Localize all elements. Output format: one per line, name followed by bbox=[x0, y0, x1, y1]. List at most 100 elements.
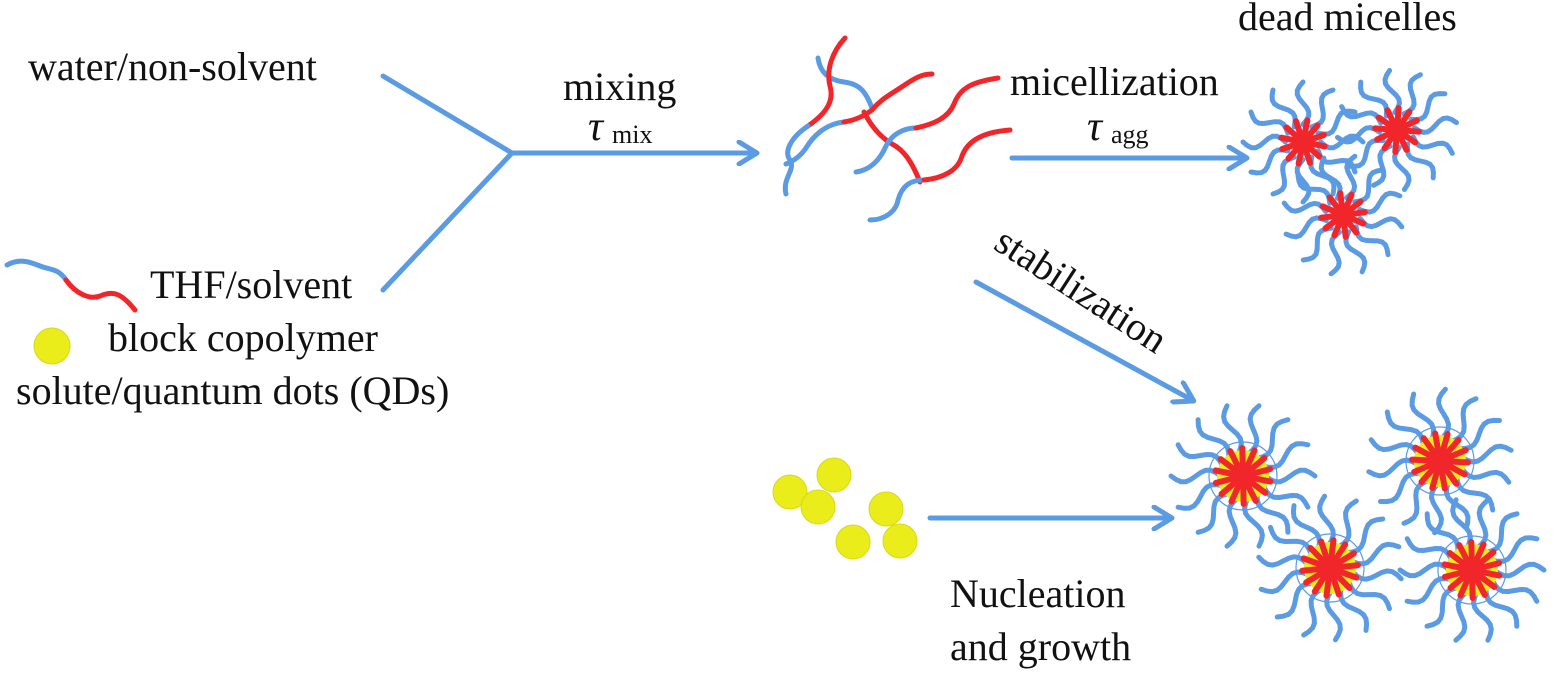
hydrophilic-arm bbox=[1328, 229, 1342, 277]
dead-micelle bbox=[1281, 153, 1405, 277]
hydrophilic-arm bbox=[1248, 147, 1291, 176]
hydrophilic-arm bbox=[1248, 109, 1291, 136]
hydrophilic-arm bbox=[1349, 568, 1404, 582]
hydrophilic-arm bbox=[1401, 72, 1423, 117]
hydrophilic-arm bbox=[1436, 386, 1452, 442]
tau-mix-label: τ mix bbox=[588, 104, 652, 150]
hydrophilic-arm bbox=[1294, 79, 1312, 127]
hydrophilic-arm bbox=[1348, 541, 1402, 567]
hydrophilic-arm bbox=[1308, 154, 1337, 197]
hydrophobic-block bbox=[1340, 209, 1368, 218]
nucleation-label-line2: and growth bbox=[950, 624, 1131, 669]
tau-subscript: agg bbox=[1111, 120, 1149, 149]
hydrophilic-arm bbox=[1346, 137, 1386, 169]
micellization-label: micellization bbox=[1010, 59, 1219, 104]
hydrophilic-arm bbox=[1343, 516, 1386, 556]
hydrophilic-arm bbox=[1412, 115, 1459, 135]
hydrophilic-arm bbox=[1175, 482, 1226, 511]
hydrophilic-arm bbox=[1404, 141, 1436, 181]
hydrophilic-arm bbox=[1353, 224, 1391, 258]
hydrophilic-arm bbox=[1224, 495, 1241, 549]
hydrophilic-arm bbox=[1453, 473, 1496, 513]
hydrophilic-arm bbox=[1343, 229, 1368, 275]
hydrophobic-block bbox=[1327, 562, 1361, 571]
hydrophilic-arm bbox=[1489, 577, 1540, 604]
hydrophilic-arm bbox=[1401, 477, 1432, 526]
hydrophilic-arm bbox=[1404, 536, 1455, 563]
tau-symbol: τ bbox=[1087, 104, 1104, 150]
hydrophilic-arm bbox=[1300, 225, 1334, 263]
water-nonsolvent-label: water/non-solvent bbox=[28, 44, 317, 89]
hydrophilic-arm bbox=[1270, 154, 1297, 197]
thf-solvent-label: THF/solvent bbox=[150, 262, 352, 307]
hydrophilic-arm bbox=[1459, 443, 1514, 465]
hydrophilic-arm bbox=[1408, 91, 1448, 123]
quantum-dot bbox=[835, 524, 871, 560]
hydrophilic-arm bbox=[1357, 190, 1403, 215]
unimer-chains bbox=[782, 35, 1013, 223]
hydrophilic-arm bbox=[1168, 467, 1224, 485]
hydrophilic-arm bbox=[1262, 467, 1318, 485]
hydrophilic-arm bbox=[1358, 79, 1390, 119]
hydrophilic-arm bbox=[1384, 409, 1427, 449]
hydrophilic-arm bbox=[1309, 87, 1336, 130]
hydrophilic-arm bbox=[1483, 511, 1520, 555]
hydrophobic-block bbox=[1437, 458, 1471, 466]
hydrophilic-arm bbox=[1404, 576, 1455, 605]
block-copolymer-label: block copolymer bbox=[108, 315, 378, 360]
hydrophilic-arm bbox=[1324, 587, 1343, 643]
hydrophilic-arm bbox=[1368, 437, 1422, 457]
hydrophobic-block bbox=[1240, 466, 1274, 479]
hydrophilic-arm bbox=[1491, 561, 1547, 579]
hydrophilic-arm bbox=[1245, 403, 1262, 457]
qd-loaded-micelles-group bbox=[1168, 386, 1547, 643]
micelle-shell bbox=[1208, 441, 1278, 511]
hydrophobic-block bbox=[1300, 132, 1327, 145]
hydrophilic-arm bbox=[1424, 585, 1461, 629]
hydrophilic-arm bbox=[1256, 554, 1311, 568]
hydrophilic-arm bbox=[1258, 569, 1312, 595]
micelle-shell bbox=[1295, 533, 1365, 603]
stabilization-arrow bbox=[973, 279, 1192, 400]
hydrophilic-arm bbox=[1281, 200, 1329, 214]
hydrophilic-arm bbox=[1260, 483, 1311, 510]
hydrophilic-arm bbox=[1450, 497, 1473, 551]
hydrophilic-arm bbox=[1335, 498, 1359, 550]
hydrophilic-arm bbox=[1483, 585, 1520, 629]
hydrophilic-arm bbox=[1294, 157, 1312, 205]
hydrophilic-arm bbox=[1295, 172, 1333, 206]
qd-loaded-micelle bbox=[1397, 497, 1547, 643]
dead-micelle bbox=[1335, 68, 1459, 192]
hydrophilic-arm bbox=[1175, 442, 1226, 469]
quantum-dot-icon bbox=[33, 327, 71, 365]
hydrophilic-arm bbox=[1335, 125, 1382, 145]
micelle-shell bbox=[1437, 535, 1507, 605]
hydrophilic-arm bbox=[1409, 391, 1437, 443]
hydrophilic-arm bbox=[1240, 133, 1288, 151]
hydrophilic-arm bbox=[1366, 457, 1421, 479]
hydrophilic-arm bbox=[1318, 155, 1343, 201]
hydrophilic-arm bbox=[1410, 134, 1455, 156]
dead-micelles-group bbox=[1240, 68, 1459, 277]
hydrophilic-arm bbox=[1317, 493, 1336, 549]
hydrophilic-arm bbox=[1221, 403, 1244, 457]
hydrophobic-block bbox=[1394, 127, 1422, 135]
hydrophilic-arm bbox=[1344, 153, 1358, 201]
hydrophobic-block bbox=[1469, 567, 1503, 579]
hydrophilic-arm bbox=[1456, 417, 1502, 452]
tau-subscript: mix bbox=[612, 120, 652, 149]
solute-qd-label: solute/quantum dots (QDs) bbox=[16, 368, 449, 413]
quantum-dot bbox=[800, 489, 836, 525]
hydrophilic-arm bbox=[1339, 104, 1384, 126]
hydrophilic-arm bbox=[1254, 491, 1291, 535]
hydrophilic-arm bbox=[1357, 216, 1405, 230]
hydrophilic-arm bbox=[1489, 535, 1540, 564]
hydrophilic-arm bbox=[1269, 87, 1298, 130]
hydrophilic-arm bbox=[1397, 561, 1453, 579]
micelle-shell bbox=[1405, 426, 1475, 496]
hydrophilic-arm bbox=[1471, 589, 1494, 643]
nucleation-label-line1: Nucleation bbox=[950, 571, 1126, 616]
hydrophilic-arm bbox=[1378, 470, 1424, 505]
dead-micelles-label: dead micelles bbox=[1238, 0, 1457, 39]
quantum-dot bbox=[816, 457, 852, 493]
